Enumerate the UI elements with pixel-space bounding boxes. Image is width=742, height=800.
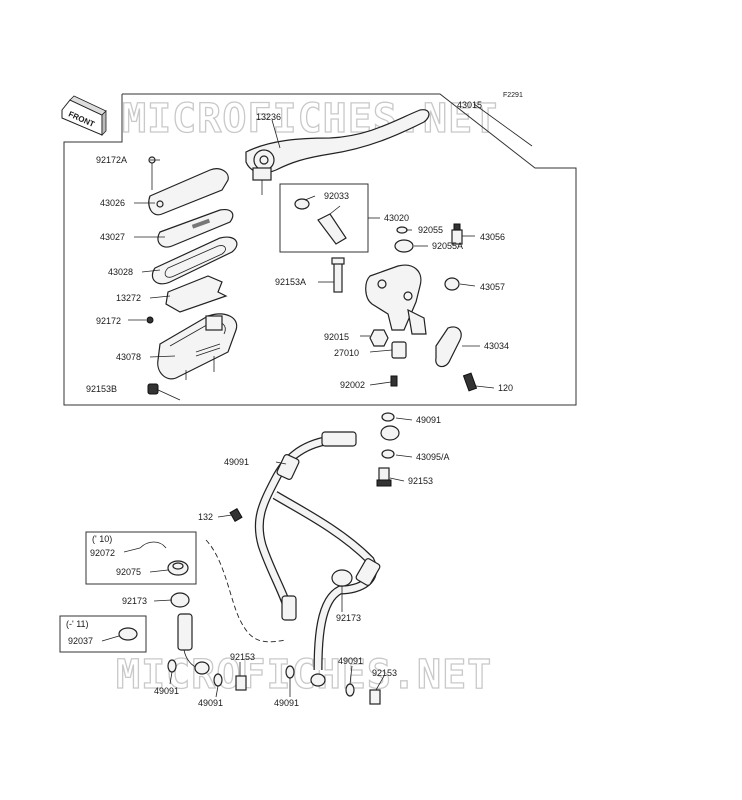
callout-49091-e: 49091 (198, 698, 223, 708)
callout-92015: 92015 (324, 332, 349, 342)
callout-92153-c: 92153 (372, 668, 397, 678)
callout-120: 120 (498, 383, 513, 393)
banjo-fitting-top (380, 412, 400, 459)
leader-lines-lower (101, 417, 413, 698)
callout-49091-b: 43095/A (416, 452, 450, 462)
nut-92015 (369, 329, 389, 347)
caliper-hose-left (167, 613, 223, 687)
callout-43028: 43028 (108, 267, 133, 277)
callout-43095A: 49091 (224, 457, 249, 467)
clamp-92173-left (170, 592, 190, 608)
callout-92172A: 92172A (96, 155, 127, 165)
bolt-92153B (147, 383, 159, 395)
callout-92075: 92075 (116, 567, 141, 577)
callout-92153-b: 92153 (230, 652, 255, 662)
variant-label-11: (-' 11) (66, 619, 89, 629)
grommet-92075 (167, 560, 189, 576)
callout-92037: 92037 (68, 636, 93, 646)
cap-43057 (444, 277, 460, 291)
callout-27010: 27010 (334, 348, 359, 358)
bolt-132 (229, 507, 243, 523)
callout-labels: 43015 13236 92172A 43026 43027 43028 132… (68, 100, 513, 708)
switch-27010 (391, 341, 407, 359)
callout-92173-right: 92173 (336, 613, 361, 623)
bolt-92153-top (376, 467, 392, 487)
callout-92033: 92033 (324, 191, 349, 201)
reservoir-plate (157, 209, 234, 248)
o-ring-92055 (394, 226, 414, 253)
master-cylinder-body (365, 264, 427, 335)
front-arrow-icon (61, 95, 107, 136)
clip-92072 (139, 541, 167, 549)
callout-92172: 92172 (96, 316, 121, 326)
brake-lever (245, 109, 430, 195)
reservoir-body (157, 313, 238, 380)
diagram-code: F2291 (503, 92, 523, 99)
callout-49091-f: 49091 (274, 698, 299, 708)
bleeder-43056 (451, 223, 463, 245)
bolt-120 (462, 372, 478, 392)
callout-49091-d: 49091 (154, 686, 179, 696)
callout-13236: 13236 (256, 112, 281, 122)
bolt-92153-bottom-right (369, 689, 381, 705)
caliper-hose-right (285, 665, 355, 697)
brake-hose (205, 431, 381, 671)
float-plate (165, 275, 228, 313)
callout-92002: 92002 (340, 380, 365, 390)
callout-92173-left: 92173 (122, 596, 147, 606)
callout-43020: 43020 (384, 213, 409, 223)
reservoir-cap (148, 156, 229, 216)
clamp-43034 (435, 326, 462, 368)
bolt-92153A (331, 257, 345, 293)
callout-43026: 43026 (100, 198, 125, 208)
callout-92153B: 92153B (86, 384, 117, 394)
callout-49091-a: 49091 (416, 415, 441, 425)
clamp-92173-right (331, 569, 353, 587)
callout-92072: 92072 (90, 548, 115, 558)
callout-13272: 13272 (116, 293, 141, 303)
upper-assembly-frame (63, 93, 577, 406)
variant-label-10: (' 10) (92, 534, 112, 544)
clamp-92037 (118, 627, 138, 641)
callout-43056: 43056 (480, 232, 505, 242)
callout-92055A: 92055A (432, 241, 463, 251)
variant-box-11 (59, 615, 147, 653)
callout-92153A: 92153A (275, 277, 306, 287)
variant-box-10 (85, 531, 197, 585)
screw-92172 (146, 316, 154, 324)
callout-132: 132 (198, 512, 213, 522)
callout-43078: 43078 (116, 352, 141, 362)
callout-43027: 43027 (100, 232, 125, 242)
callout-43015: 43015 (457, 100, 482, 110)
pivot-pin (294, 198, 347, 245)
bolt-92153-bottom-left (235, 675, 247, 691)
callout-43034: 43034 (484, 341, 509, 351)
watermark-top: MICROFICHES.NET (122, 96, 498, 142)
reservoir-diaphragm (151, 236, 238, 285)
callout-49091-c: 49091 (338, 656, 363, 666)
watermark-bottom: MICROFICHES.NET (116, 652, 492, 698)
callout-92153-a: 92153 (408, 476, 433, 486)
leader-lines-upper (128, 103, 533, 401)
callout-43057: 43057 (480, 282, 505, 292)
screw-92002 (390, 375, 398, 387)
callout-92055: 92055 (418, 225, 443, 235)
